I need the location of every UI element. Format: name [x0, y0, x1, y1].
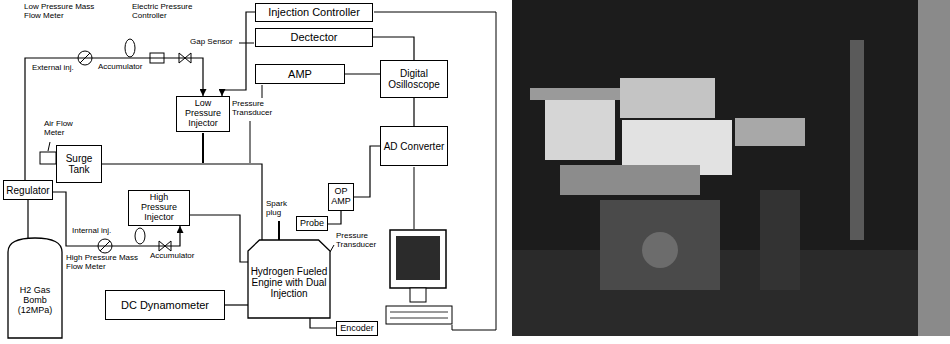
annotation-label: Internal inj.: [72, 227, 122, 236]
annotation-label: Electric Pressure Controller: [132, 3, 194, 21]
pipe-connector: [373, 37, 414, 60]
air-flow-meter-symbol: [40, 152, 56, 164]
component-name: Regulator: [6, 185, 49, 196]
gas-cylinder: H2 Gas Bomb (12MPa): [8, 238, 62, 338]
signal-wire: [262, 85, 263, 98]
annotation-label: Accumulator: [150, 252, 210, 261]
pipe-connector: [354, 146, 380, 197]
component-name: H2 Gas Bomb (12MPa): [10, 286, 60, 316]
engine-block: Hydrogen Fueled Engine with Dual Injecti…: [248, 240, 330, 318]
converter-box: AD Converter: [380, 126, 448, 166]
annotation-label: Accumulator: [98, 63, 158, 72]
component-name: AMP: [288, 68, 312, 80]
signal-wire: [374, 12, 496, 330]
pipe-connector: [190, 215, 248, 262]
pipe-connector: [328, 211, 341, 224]
component-name: AD Converter: [384, 141, 445, 152]
component-name: Hydrogen Fueled Engine with Dual Injecti…: [250, 266, 328, 299]
pipe-connector: [225, 304, 248, 305]
signal-wire: [250, 121, 251, 163]
oscilloscope-box: Digital Osilloscope: [380, 60, 448, 98]
cylinder-outline: [8, 238, 62, 338]
photo-instrument: [560, 165, 700, 195]
engine-outline: [248, 240, 330, 318]
pipe-connector: [413, 98, 414, 126]
component-name: Surge Tank: [59, 153, 99, 175]
photo-instrument: [735, 118, 805, 146]
photo-floor: [512, 250, 950, 336]
injector-nozzle: [202, 133, 204, 163]
injector-box: Low Pressure Injector: [176, 96, 230, 132]
pipe-connector: [102, 164, 262, 240]
dynamometer-box: DC Dynamometer: [105, 290, 225, 320]
component-name: Digital Osilloscope: [383, 68, 445, 90]
component-name: Dectector: [290, 31, 337, 43]
component-name: Probe: [300, 219, 324, 229]
pipe-connector: [345, 73, 380, 74]
component-name: DC Dynamometer: [121, 299, 209, 311]
surge-tank-box: Surge Tank: [56, 145, 102, 183]
pipe-connector: [222, 12, 255, 96]
annotation-label: Air Flow Meter: [44, 120, 94, 138]
computer-monitor: [390, 230, 446, 288]
regulator-box: Regulator: [3, 180, 53, 200]
controller-box: Injection Controller: [255, 3, 373, 22]
annotation-label: High Pressure Mass Flow Meter: [66, 254, 148, 272]
annotation-label: Pressure Transducer: [232, 100, 280, 118]
component-name: OP AMP: [331, 187, 351, 207]
annotation-label: Spark plug: [266, 200, 294, 218]
pipe-connector: [27, 200, 28, 238]
computer-stand: [410, 288, 426, 302]
computer-screen: [396, 236, 440, 280]
component-name: Low Pressure Injector: [179, 99, 227, 129]
component-name: Injection Controller: [268, 6, 360, 18]
probe-box: Probe: [296, 216, 328, 231]
computer-keys: [390, 312, 448, 318]
pipe-connector: [310, 318, 336, 328]
detector-box: Dectector: [255, 28, 373, 47]
component-name: Encoder: [340, 324, 374, 334]
amplifier-box: AMP: [255, 64, 345, 84]
photo-detail: [642, 232, 678, 268]
annotation-label: Low Pressure Mass Flow Meter: [24, 3, 96, 21]
annotation-label: External inj.: [32, 64, 88, 73]
photo-engine: [600, 200, 720, 290]
injector-box: High Pressure Injector: [128, 190, 190, 226]
amplifier-box: OP AMP: [328, 183, 354, 211]
photo-instrument: [620, 78, 715, 118]
computer-keyboard: [386, 306, 452, 324]
accumulator-symbol: [125, 39, 135, 57]
photo-background: [512, 0, 950, 336]
component-name: High Pressure Injector: [131, 193, 187, 223]
photo-wall-light: [918, 0, 950, 336]
accumulator-symbol: [135, 228, 145, 244]
photo-instrument: [545, 100, 615, 160]
encoder-box: Encoder: [336, 321, 378, 336]
annotation-label: Gap Sensor: [190, 38, 238, 47]
photo-pipe: [850, 40, 864, 240]
signal-wire: [414, 167, 415, 229]
photo-detail: [760, 190, 800, 290]
annotation-label: Pressure Transducer: [336, 232, 384, 250]
leader-line: [48, 142, 50, 151]
